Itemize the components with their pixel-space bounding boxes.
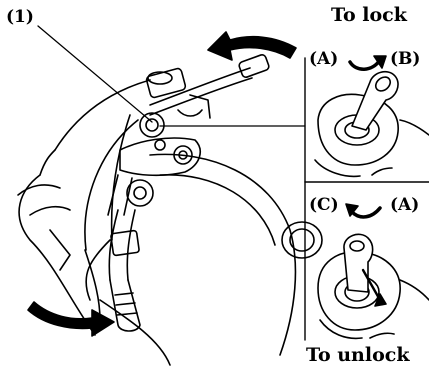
position-label-a-bottom: (A) [390, 197, 419, 214]
turn-left-arrow [208, 32, 296, 60]
unlock-position-illustration [318, 204, 429, 338]
position-label-b: (B) [390, 51, 420, 68]
callout-label-1: (1) [6, 9, 34, 26]
unlock-title: To unlock [306, 346, 410, 365]
lock-title: To lock [331, 6, 407, 25]
turn-right-arrow [28, 302, 114, 336]
lock-position-illustration [315, 56, 429, 176]
position-label-a-top: (A) [309, 51, 338, 68]
position-label-c: (C) [309, 197, 339, 214]
